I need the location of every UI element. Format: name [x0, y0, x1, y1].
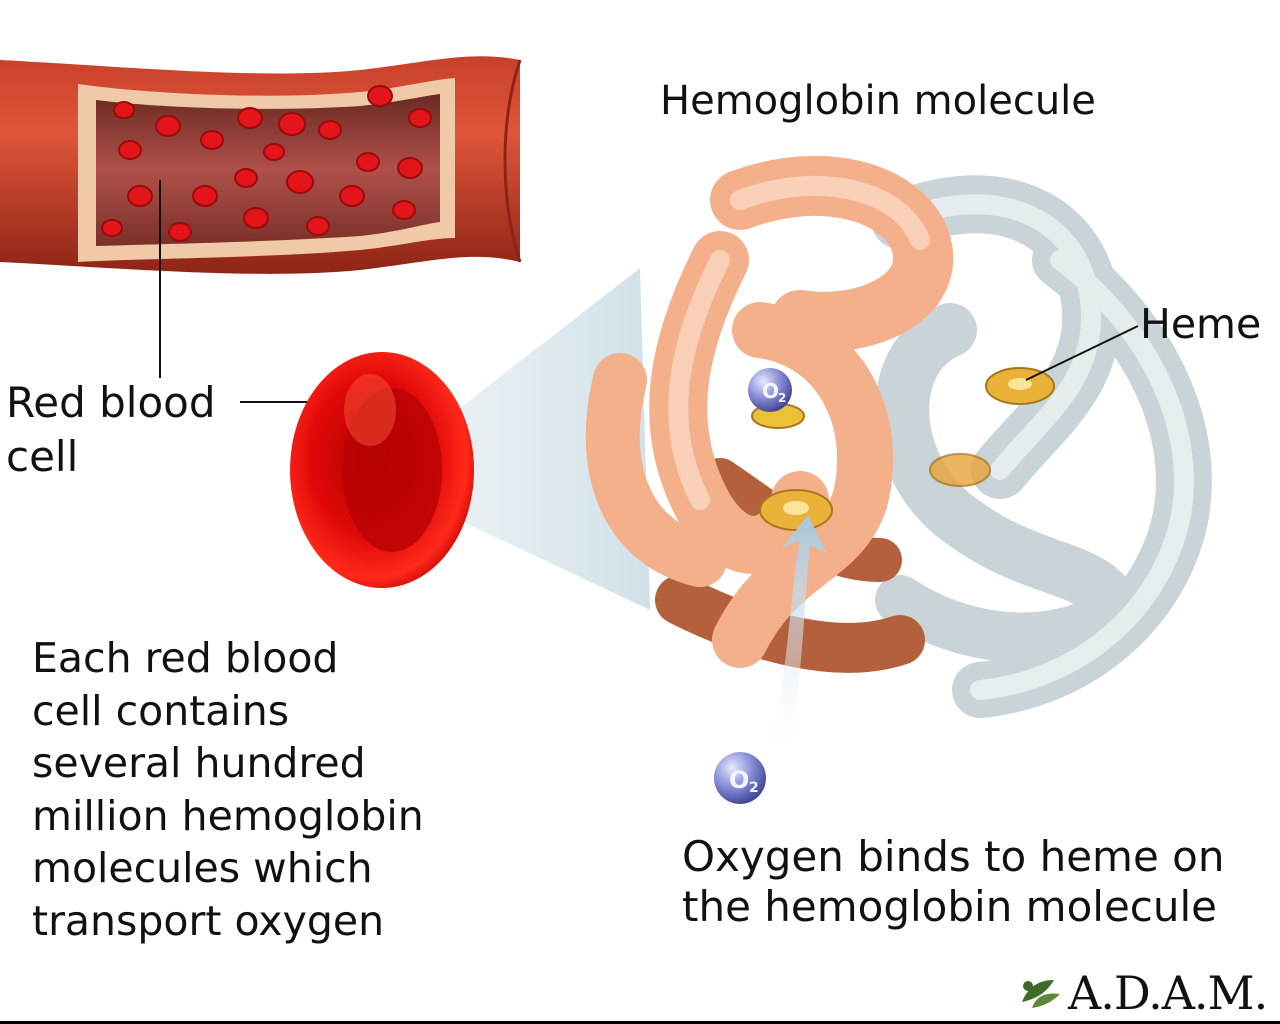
bottom-border — [0, 1021, 1280, 1024]
description-line: several hundred — [32, 739, 366, 787]
hemoglobin-molecule-image — [585, 155, 1212, 718]
heme-label: Heme — [1140, 300, 1262, 348]
adam-logo: A.D.A.M. — [1018, 966, 1280, 1020]
caption-line: Oxygen binds to heme on — [682, 832, 1225, 881]
heme-disc — [985, 367, 1055, 405]
svg-text:2: 2 — [749, 780, 759, 796]
hemoglobin-molecule-title: Hemoglobin molecule — [660, 78, 1096, 124]
description-line: molecules which — [32, 844, 373, 892]
red-blood-cell-image — [290, 352, 474, 588]
description-line: cell contains — [32, 686, 290, 735]
caption-line: the hemoglobin molecule — [682, 882, 1218, 931]
blood-vessel-image — [0, 56, 522, 274]
svg-text:O: O — [762, 379, 779, 403]
heme-disc — [759, 489, 833, 531]
heme-disc — [929, 453, 991, 487]
svg-text:O: O — [729, 766, 749, 794]
description-line: transport oxygen — [32, 896, 385, 945]
red-blood-cell-label-line: cell — [6, 432, 79, 481]
svg-text:2: 2 — [778, 391, 786, 405]
o2-molecule-bound: O 2 — [748, 368, 792, 412]
description-line: Each red blood — [32, 634, 339, 682]
red-blood-cell-label-line: Red blood — [6, 378, 216, 427]
leaf-icon — [1022, 980, 1060, 1008]
red-blood-cell-label: Red blood cell — [6, 376, 216, 484]
binding-arrow — [770, 515, 826, 752]
magnification-beam — [370, 268, 650, 610]
logo-text: A.D.A.M. — [1068, 966, 1268, 1020]
oxygen-binding-caption: Oxygen binds to heme on the hemoglobin m… — [682, 832, 1224, 932]
description-text: Each red blood cell contains several hun… — [32, 632, 424, 947]
o2-molecule-free: O 2 — [714, 752, 766, 804]
description-line: million hemoglobin — [32, 791, 424, 840]
